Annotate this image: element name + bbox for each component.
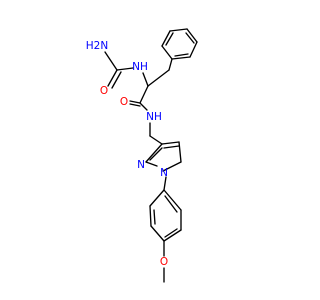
bond-ch2-c3 (149, 135, 163, 145)
atom-n1-pyrazole: N (160, 167, 168, 179)
atom-h-amide: H (154, 111, 162, 123)
bond-c4-c5 (178, 141, 182, 163)
bond-ph-6b (174, 53, 189, 57)
bond-ar-3 (150, 225, 165, 242)
bond-ar-4 (163, 229, 182, 242)
bond-c3-c4 (161, 141, 180, 145)
bond-ph-2b (165, 32, 174, 46)
bond-c-nh (116, 67, 134, 71)
bond-ph-1 (161, 45, 173, 60)
bond-nh2-c (104, 51, 118, 71)
bond-ca-ch2 (147, 69, 170, 87)
bond-ph-3 (169, 28, 188, 32)
bond-ar-6b (164, 195, 178, 213)
bond-ar-2b (153, 209, 156, 225)
bond-c5-n1 (162, 161, 182, 172)
bond-n1-ar (163, 176, 167, 191)
bond-camide-n (139, 102, 148, 111)
atom-labels: H2N O NH O N H N N O (86, 40, 168, 268)
atom-o-amide: O (120, 96, 128, 108)
bond-ar-4b (164, 228, 178, 238)
bond-ar-2 (149, 205, 152, 227)
bond-ar-1 (149, 189, 165, 207)
bond-c-o-urea-2 (111, 71, 122, 89)
bond-nh-ca (142, 72, 149, 87)
atom-o-ether: O (160, 256, 168, 268)
bond-n1-n2 (145, 161, 158, 167)
bond-camide-o-2 (129, 103, 141, 107)
bond-ph-6 (171, 56, 191, 60)
atom-o-urea: O (100, 85, 108, 97)
atom-n-amide: N (146, 111, 154, 123)
bond-c-o-urea-1 (107, 69, 118, 87)
bond-n2-c3 (145, 143, 163, 163)
bond-ph-5 (189, 41, 198, 58)
bond-c3-c4b (163, 145, 180, 149)
atom-nh2-label: H2N (86, 40, 108, 52)
bond-ar-6 (163, 189, 182, 211)
atom-n2-pyrazole: N (137, 159, 145, 171)
molecule-structure: H2N O NH O N H N N O (86, 28, 198, 283)
bond-camide-o-1 (129, 100, 141, 104)
atom-nh-urea: NH (132, 61, 148, 73)
bond-ch2-ph (168, 58, 173, 71)
bond-ph-4 (186, 28, 198, 43)
bond-ph-4b (185, 32, 195, 44)
bonds (104, 28, 198, 283)
bond-ph-2 (161, 30, 171, 47)
bond-ca-camide (139, 85, 149, 104)
bond-n2-c3b (149, 147, 163, 161)
